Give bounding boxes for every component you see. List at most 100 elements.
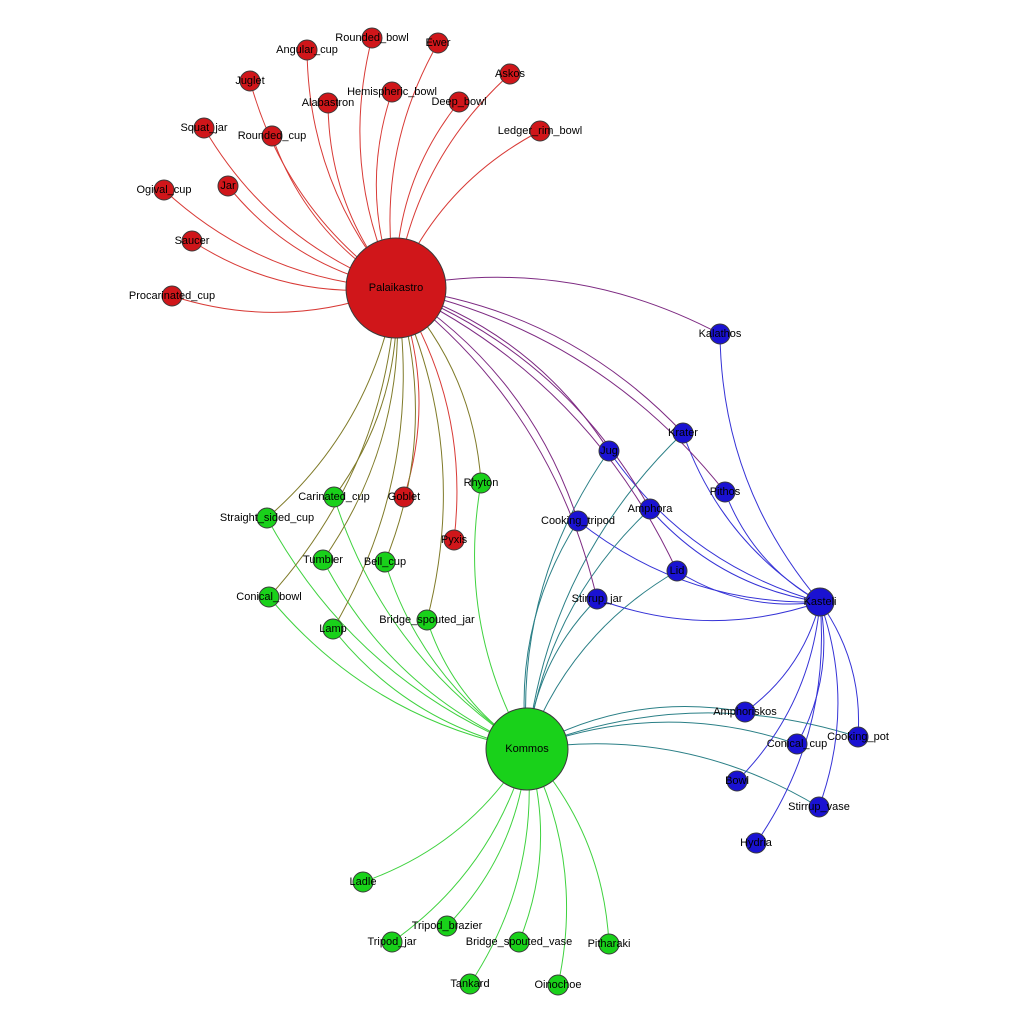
- node-circle-tripod-brazier[interactable]: [436, 915, 458, 937]
- node-circle-ledger-rim-bowl[interactable]: [529, 120, 551, 142]
- node-bridge-spouted-jar[interactable]: Bridge_spouted_jar: [379, 609, 475, 631]
- node-circle-lid[interactable]: [666, 560, 688, 582]
- node-circle-hydria[interactable]: [745, 832, 767, 854]
- node-palaikastro[interactable]: Palaikastro: [345, 237, 447, 339]
- node-circle-angular-cup[interactable]: [296, 39, 318, 61]
- node-lamp[interactable]: Lamp: [319, 618, 347, 640]
- node-conical-cup[interactable]: Conical_cup: [767, 733, 828, 755]
- node-circle-ladle[interactable]: [352, 871, 374, 893]
- node-circle-conical-cup[interactable]: [786, 733, 808, 755]
- node-cooking-tripod[interactable]: Cooking_tripod: [541, 510, 615, 532]
- node-circle-jug[interactable]: [598, 440, 620, 462]
- node-tripod-brazier[interactable]: Tripod_brazier: [412, 915, 483, 937]
- node-circle-bridge-spouted-vase[interactable]: [508, 931, 530, 953]
- node-circle-oinochoe[interactable]: [547, 974, 569, 996]
- node-circle-carinated-cup[interactable]: [323, 486, 345, 508]
- node-circle-ogival-cup[interactable]: [153, 179, 175, 201]
- node-circle-amphoriskos[interactable]: [734, 701, 756, 723]
- node-circle-tankard[interactable]: [459, 973, 481, 995]
- node-circle-jar[interactable]: [217, 175, 239, 197]
- node-circle-pithos[interactable]: [714, 481, 736, 503]
- node-circle-rounded-bowl[interactable]: [361, 27, 383, 49]
- node-pitharaki[interactable]: Pitharaki: [588, 933, 631, 955]
- node-circle-palaikastro[interactable]: [345, 237, 447, 339]
- node-procarinated-cup[interactable]: Procarinated_cup: [129, 285, 215, 307]
- node-circle-bowl[interactable]: [726, 770, 748, 792]
- node-circle-bell-cup[interactable]: [374, 551, 396, 573]
- node-kalathos[interactable]: Kalathos: [699, 323, 742, 345]
- node-carinated-cup[interactable]: Carinated_cup: [298, 486, 370, 508]
- node-lid[interactable]: Lid: [666, 560, 688, 582]
- node-amphoriskos[interactable]: Amphoriskos: [713, 701, 777, 723]
- node-pyxis[interactable]: Pyxis: [441, 529, 468, 551]
- node-juglet[interactable]: Juglet: [235, 70, 265, 92]
- node-amphora[interactable]: Amphora: [628, 498, 674, 520]
- node-circle-saucer[interactable]: [181, 230, 203, 252]
- node-kasteli[interactable]: Kasteli: [803, 587, 837, 617]
- node-circle-deep-bowl[interactable]: [448, 91, 470, 113]
- node-pithos[interactable]: Pithos: [710, 481, 741, 503]
- node-circle-hemispheric-bowl[interactable]: [381, 81, 403, 103]
- node-circle-rhyton[interactable]: [470, 472, 492, 494]
- node-circle-amphora[interactable]: [639, 498, 661, 520]
- node-conical-bowl[interactable]: Conical_bowl: [236, 586, 302, 608]
- node-ladle[interactable]: Ladle: [350, 871, 377, 893]
- node-tripod-jar[interactable]: Tripod_jar: [367, 931, 417, 953]
- node-rounded-cup[interactable]: Rounded_cup: [238, 125, 307, 147]
- node-circle-squat-jar[interactable]: [193, 117, 215, 139]
- node-circle-ewer[interactable]: [427, 32, 449, 54]
- node-straight-sided-cup[interactable]: Straight_sided_cup: [220, 507, 314, 529]
- node-circle-cooking-pot[interactable]: [847, 726, 869, 748]
- node-circle-tripod-jar[interactable]: [381, 931, 403, 953]
- node-ledger-rim-bowl[interactable]: Ledger_rim_bowl: [498, 120, 582, 142]
- node-kommos[interactable]: Kommos: [485, 707, 569, 791]
- node-bell-cup[interactable]: Bell_cup: [364, 551, 406, 573]
- node-circle-kasteli[interactable]: [805, 587, 835, 617]
- node-circle-rounded-cup[interactable]: [261, 125, 283, 147]
- node-krater[interactable]: Krater: [668, 422, 698, 444]
- node-alabastron[interactable]: Alabastron: [302, 92, 355, 114]
- node-circle-krater[interactable]: [672, 422, 694, 444]
- node-circle-stirrup-vase[interactable]: [808, 796, 830, 818]
- node-angular-cup[interactable]: Angular_cup: [276, 39, 338, 61]
- node-rhyton[interactable]: Rhyton: [464, 472, 499, 494]
- node-circle-askos[interactable]: [499, 63, 521, 85]
- node-oinochoe[interactable]: Oinochoe: [534, 974, 582, 996]
- node-saucer[interactable]: Saucer: [175, 230, 210, 252]
- node-stirrup-vase[interactable]: Stirrup_vase: [788, 796, 850, 818]
- node-circle-goblet[interactable]: [393, 486, 415, 508]
- node-jug[interactable]: Jug: [598, 440, 620, 462]
- node-bowl[interactable]: Bowl: [725, 770, 749, 792]
- node-circle-pitharaki[interactable]: [598, 933, 620, 955]
- node-circle-tumbler[interactable]: [312, 549, 334, 571]
- node-stirrup-jar[interactable]: Stirrup_jar: [572, 588, 623, 610]
- node-bridge-spouted-vase[interactable]: Bridge_spouted_vase: [466, 931, 572, 953]
- node-tumbler[interactable]: Tumbler: [303, 549, 343, 571]
- node-circle-conical-bowl[interactable]: [258, 586, 280, 608]
- node-cooking-pot[interactable]: Cooking_pot: [827, 726, 889, 748]
- node-circle-kommos[interactable]: [485, 707, 569, 791]
- node-deep-bowl[interactable]: Deep_bowl: [431, 91, 487, 113]
- node-label-amphoriskos: Amphoriskos: [713, 706, 777, 718]
- node-goblet[interactable]: Goblet: [388, 486, 420, 508]
- node-hydria[interactable]: Hydria: [740, 832, 773, 854]
- node-squat-jar[interactable]: Squat_jar: [180, 117, 228, 139]
- edge-cooking-pot-kasteli: [819, 601, 860, 738]
- node-circle-straight-sided-cup[interactable]: [256, 507, 278, 529]
- node-hemispheric-bowl[interactable]: Hemispheric_bowl: [347, 81, 437, 103]
- node-circle-procarinated-cup[interactable]: [161, 285, 183, 307]
- node-circle-pyxis[interactable]: [443, 529, 465, 551]
- node-circle-kalathos[interactable]: [709, 323, 731, 345]
- node-circle-alabastron[interactable]: [317, 92, 339, 114]
- node-rounded-bowl[interactable]: Rounded_bowl: [335, 27, 409, 49]
- node-ogival-cup[interactable]: Ogival_cup: [136, 179, 192, 201]
- node-tankard[interactable]: Tankard: [450, 973, 490, 995]
- node-circle-juglet[interactable]: [239, 70, 261, 92]
- node-circle-stirrup-jar[interactable]: [586, 588, 608, 610]
- node-askos[interactable]: Askos: [495, 63, 525, 85]
- node-circle-lamp[interactable]: [322, 618, 344, 640]
- node-circle-bridge-spouted-jar[interactable]: [416, 609, 438, 631]
- node-ewer[interactable]: Ewer: [425, 32, 451, 54]
- node-jar[interactable]: Jar: [217, 175, 239, 197]
- node-circle-cooking-tripod[interactable]: [567, 510, 589, 532]
